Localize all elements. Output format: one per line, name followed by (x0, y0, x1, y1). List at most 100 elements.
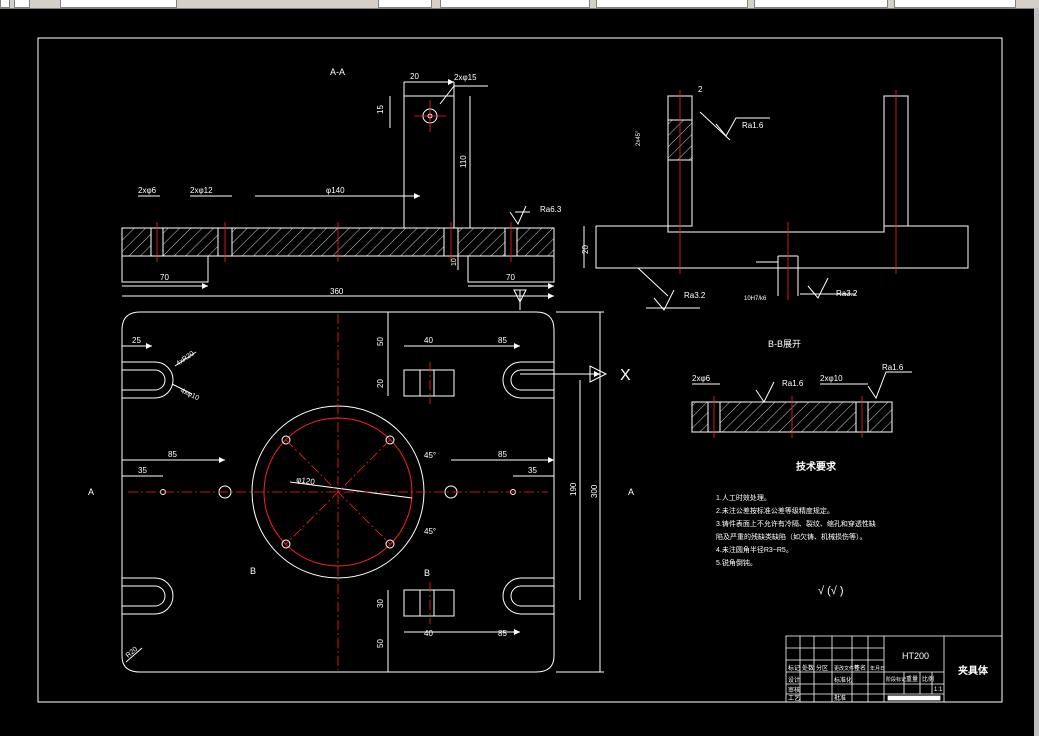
svg-text:45°: 45° (424, 451, 436, 460)
toolbar-button[interactable] (0, 0, 10, 8)
tech-req-title: 技术要求 (796, 460, 837, 473)
svg-text:4xR20: 4xR20 (175, 350, 196, 367)
svg-text:年月日: 年月日 (870, 665, 885, 672)
side-view (583, 95, 969, 311)
svg-text:2xφ10: 2xφ10 (820, 374, 843, 383)
svg-text:A: A (88, 487, 94, 497)
svg-text:标记: 标记 (788, 664, 800, 672)
section-bb-dims: 2xφ6 Ra1.6 2xφ10 Ra1.6 (692, 363, 904, 388)
svg-text:2xφ15: 2xφ15 (454, 73, 477, 82)
part-name: 夹具体 (958, 664, 989, 677)
svg-text:20: 20 (376, 379, 385, 388)
svg-text:360: 360 (330, 287, 344, 296)
svg-text:φ120: φ120 (296, 475, 316, 487)
svg-text:φ140: φ140 (326, 186, 345, 195)
svg-text:50: 50 (376, 639, 385, 648)
plan-centerlines (128, 314, 548, 670)
svg-text:标准化: 标准化 (834, 676, 852, 684)
svg-text:阶段标记: 阶段标记 (886, 676, 906, 683)
svg-text:20: 20 (410, 72, 419, 81)
svg-text:处数: 处数 (802, 664, 814, 672)
svg-text:85: 85 (498, 450, 507, 459)
tech-req-line: 4.未注圆角半径R3~R5。 (716, 545, 793, 554)
tech-req-line: 陷及严重的残缺类缺陷（如欠铸、机械损伤等）。 (716, 532, 867, 541)
tech-req-line: 3.铸件表面上不允许有冷隔、裂纹、缩孔和穿透性缺 (716, 519, 876, 528)
tech-req-line: 2.未注公差按标准公差等级精度规定。 (716, 506, 834, 515)
svg-text:190: 190 (569, 482, 578, 496)
color-dropdown[interactable] (440, 0, 590, 8)
svg-text:更改文件号: 更改文件号 (834, 665, 859, 672)
svg-text:85: 85 (498, 629, 507, 638)
material: HT200 (902, 651, 929, 661)
svg-text:2: 2 (698, 85, 703, 94)
svg-text:70: 70 (506, 273, 515, 282)
section-marks: A A B B X (88, 367, 634, 578)
svg-text:40: 40 (424, 336, 433, 345)
tech-req-line: 1.人工时效处理。 (716, 493, 771, 502)
plan-dims: 25 4xR20 4xφ10 40 85 50 20 85 35 85 35 φ… (125, 336, 599, 660)
svg-text:35: 35 (138, 466, 147, 475)
svg-text:审核: 审核 (788, 686, 800, 694)
toolbar-field[interactable] (378, 0, 432, 8)
svg-text:B: B (250, 566, 256, 576)
svg-text:35: 35 (528, 466, 537, 475)
svg-text:85: 85 (498, 336, 507, 345)
svg-text:10: 10 (451, 258, 458, 266)
svg-text:15: 15 (376, 105, 385, 114)
svg-text:重量: 重量 (906, 675, 918, 683)
svg-text:2xφ6: 2xφ6 (692, 374, 711, 383)
svg-text:X: X (620, 367, 631, 384)
svg-text:比例: 比例 (922, 675, 934, 683)
svg-text:Ra1.6: Ra1.6 (742, 121, 764, 130)
svg-text:85: 85 (168, 450, 177, 459)
section-aa-centerlines (156, 100, 512, 262)
svg-text:40: 40 (424, 629, 433, 638)
svg-text:20: 20 (581, 245, 590, 254)
svg-text:10H7/k6: 10H7/k6 (744, 296, 767, 302)
svg-text:Ra3.2: Ra3.2 (684, 291, 706, 300)
svg-text:110: 110 (459, 155, 468, 168)
cad-toolbar (0, 0, 1039, 9)
svg-text:70: 70 (160, 273, 169, 282)
svg-text:批准: 批准 (834, 694, 846, 702)
svg-text:工艺: 工艺 (788, 694, 800, 702)
svg-text:2xφ12: 2xφ12 (190, 186, 213, 195)
section-aa-label: A-A (330, 67, 345, 77)
side-centerlines (679, 90, 897, 300)
drawing-frame (37, 37, 1003, 703)
tech-req-line: 5.锐角倒钝。 (716, 558, 757, 567)
svg-text:Ra1.6: Ra1.6 (882, 363, 904, 372)
svg-text:2xφ6: 2xφ6 (138, 186, 157, 195)
svg-text:30: 30 (376, 599, 385, 608)
svg-text:设计: 设计 (788, 676, 800, 684)
svg-text:Ra1.6: Ra1.6 (782, 379, 804, 388)
svg-text:2x45°: 2x45° (636, 130, 642, 146)
svg-text:50: 50 (376, 337, 385, 346)
section-bb-label: B-B展开 (768, 339, 801, 349)
linetype-dropdown[interactable] (596, 0, 748, 8)
svg-text:R20: R20 (125, 646, 139, 660)
technical-requirements: 技术要求 1.人工时效处理。 2.未注公差按标准公差等级精度规定。 3.铸件表面… (716, 460, 876, 597)
window-right-border (1034, 8, 1039, 736)
svg-text:A: A (628, 487, 634, 497)
svg-text:签名: 签名 (854, 664, 866, 672)
svg-text:25: 25 (132, 336, 141, 345)
layer-dropdown[interactable] (60, 0, 177, 8)
svg-text:1:1: 1:1 (934, 687, 943, 693)
lineweight-dropdown[interactable] (754, 0, 888, 8)
svg-text:45°: 45° (424, 527, 436, 536)
roughness-note: √ (√ ) (818, 585, 844, 597)
svg-text:分区: 分区 (816, 664, 828, 672)
svg-text:300: 300 (590, 484, 599, 498)
drawing-canvas[interactable]: A-A (0, 8, 1039, 736)
svg-text:Ra6.3: Ra6.3 (540, 205, 562, 214)
section-aa-dims: 20 2xφ15 15 110 2xφ6 2xφ12 φ140 70 70 10… (138, 72, 562, 296)
svg-text:B: B (424, 568, 430, 578)
svg-text:Ra3.2: Ra3.2 (836, 289, 858, 298)
section-bb-centerlines (713, 396, 863, 438)
title-block-text: HT200 夹具体 标记 处数 分区 更改文件号 签名 年月日 设计 标准化 审… (788, 651, 989, 702)
toolbar-button[interactable] (14, 0, 30, 8)
plotstyle-dropdown[interactable] (894, 0, 1016, 8)
title-block (785, 635, 1003, 703)
svg-text:4xφ10: 4xφ10 (179, 387, 200, 402)
